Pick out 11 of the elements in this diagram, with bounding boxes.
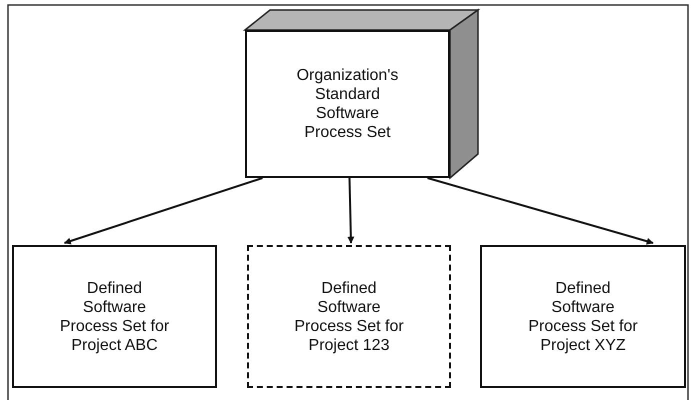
box-label: Defined Software Process Set for Project XYZ xyxy=(527,278,639,354)
box-label: Organization's Standard Software Process Set xyxy=(296,66,400,142)
process-box xyxy=(480,245,686,388)
box-3d xyxy=(245,30,450,178)
arrow xyxy=(347,178,354,244)
dashed-process-box xyxy=(247,245,451,388)
box-label: Defined Software Process Set for Project ABC xyxy=(58,278,170,354)
process-box xyxy=(12,245,217,388)
arrow xyxy=(64,177,263,244)
arrow xyxy=(427,177,654,245)
box-label: Defined Software Process Set for Project 123 xyxy=(293,278,405,354)
